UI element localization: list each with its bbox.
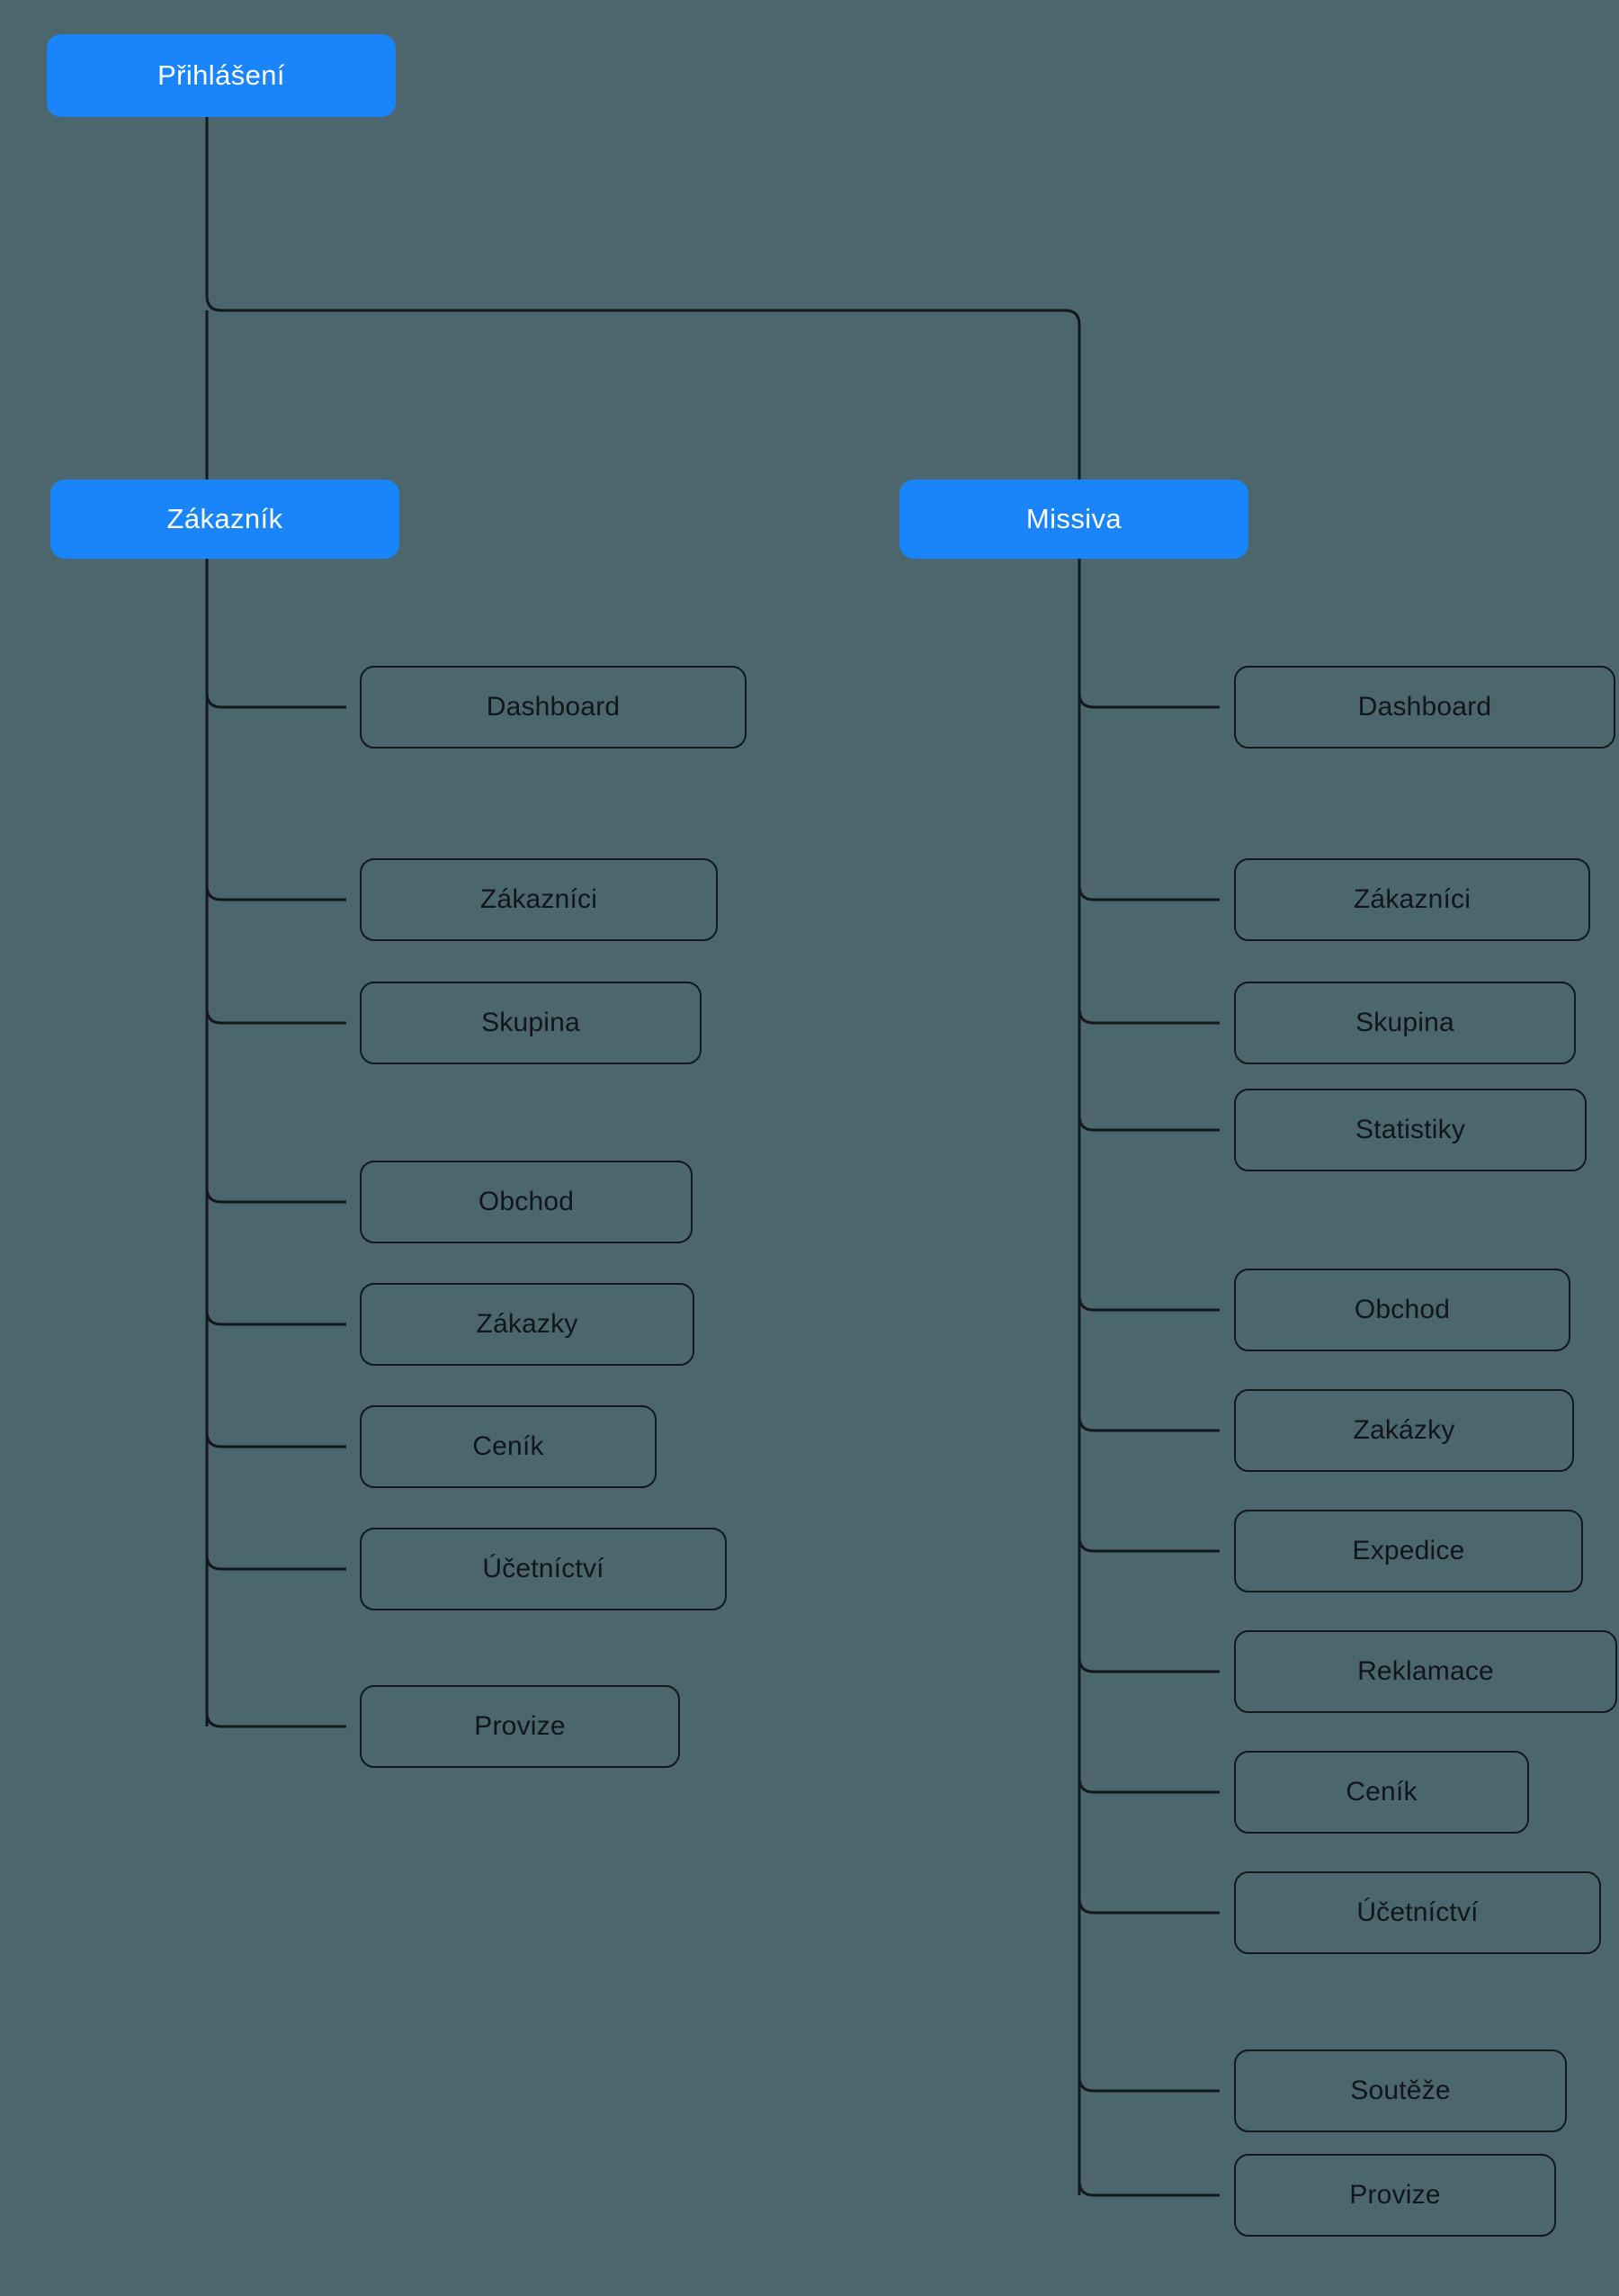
edge-right-1: [1078, 692, 1220, 709]
node-missiva-statistiky[interactable]: Statistiky: [1234, 1089, 1587, 1171]
edge-left-5: [205, 1309, 346, 1326]
edge-right-12: [1078, 2180, 1220, 2197]
node-missiva-reklamace[interactable]: Reklamace: [1234, 1630, 1617, 1713]
node-label: Obchod: [1354, 1295, 1451, 1324]
node-label: Dashboard: [1357, 692, 1492, 722]
node-label: Obchod: [478, 1187, 575, 1216]
edge-left-1: [205, 692, 346, 709]
node-label: Ceník: [1346, 1777, 1418, 1807]
node-label: Účetníctví: [482, 1554, 604, 1583]
edge-branch-bus: [205, 295, 1081, 480]
node-missiva-ucetnictvi[interactable]: Účetníctví: [1234, 1871, 1601, 1954]
node-label: Zakázky: [1353, 1415, 1455, 1445]
edge-right-2: [1078, 884, 1220, 901]
node-zakaznik-label: Zákazník: [166, 503, 283, 534]
node-missiva-dashboard[interactable]: Dashboard: [1234, 666, 1615, 749]
node-missiva-provize[interactable]: Provize: [1234, 2154, 1556, 2237]
edge-left-3: [205, 1008, 346, 1025]
edge-right-5: [1078, 1295, 1220, 1312]
node-missiva[interactable]: Missiva: [899, 480, 1248, 559]
edge-right-7: [1078, 1536, 1220, 1553]
node-label: Dashboard: [486, 692, 621, 722]
node-label: Skupina: [481, 1008, 580, 1037]
node-label: Účetníctví: [1356, 1897, 1479, 1927]
node-label: Provize: [474, 1711, 566, 1741]
node-zakaznik-dashboard[interactable]: Dashboard: [360, 666, 747, 749]
node-zakaznik-zakaznici[interactable]: Zákazníci: [360, 858, 718, 941]
node-label: Expedice: [1352, 1536, 1465, 1565]
node-missiva-zakaznici[interactable]: Zákazníci: [1234, 858, 1590, 941]
node-label: Zákazníci: [1353, 884, 1471, 914]
node-label: Statistiky: [1355, 1115, 1466, 1144]
edge-right-9: [1078, 1777, 1220, 1794]
node-label: Zákazníci: [479, 884, 598, 914]
edge-right-4: [1078, 1115, 1220, 1132]
node-missiva-skupina[interactable]: Skupina: [1234, 982, 1576, 1064]
node-label: Skupina: [1355, 1008, 1454, 1037]
node-label: Provize: [1349, 2180, 1441, 2210]
edge-left-8: [205, 1711, 346, 1728]
node-zakaznik-zakazky[interactable]: Zákazky: [360, 1283, 694, 1366]
node-zakaznik-ucetnictvi[interactable]: Účetníctví: [360, 1528, 727, 1610]
edge-left-4: [205, 1187, 346, 1204]
node-zakaznik-skupina[interactable]: Skupina: [360, 982, 702, 1064]
node-missiva-expedice[interactable]: Expedice: [1234, 1510, 1583, 1592]
edge-right-3: [1078, 1008, 1220, 1025]
node-missiva-label: Missiva: [1025, 503, 1123, 534]
edge-left-6: [205, 1431, 346, 1448]
node-zakaznik-obchod[interactable]: Obchod: [360, 1161, 693, 1243]
node-missiva-obchod[interactable]: Obchod: [1234, 1269, 1570, 1351]
edge-right-10: [1078, 1897, 1220, 1915]
node-zakaznik-cenik[interactable]: Ceník: [360, 1405, 657, 1488]
node-prihlaseni[interactable]: Přihlášení: [47, 34, 396, 117]
edge-left-7: [205, 1554, 346, 1571]
node-zakaznik[interactable]: Zákazník: [50, 480, 399, 559]
edge-left-2: [205, 884, 346, 901]
node-zakaznik-provize[interactable]: Provize: [360, 1685, 680, 1768]
edge-right-11: [1078, 2076, 1220, 2093]
node-prihlaseni-label: Přihlášení: [157, 59, 285, 91]
node-missiva-zakazky[interactable]: Zakázky: [1234, 1389, 1574, 1472]
edge-right-6: [1078, 1415, 1220, 1432]
node-label: Reklamace: [1357, 1656, 1494, 1686]
edge-right-8: [1078, 1656, 1220, 1673]
node-missiva-cenik[interactable]: Ceník: [1234, 1751, 1529, 1834]
node-label: Soutěže: [1350, 2076, 1451, 2105]
node-label: Ceník: [472, 1431, 544, 1461]
node-label: Zákazky: [476, 1309, 578, 1339]
node-missiva-souteze[interactable]: Soutěže: [1234, 2049, 1567, 2132]
